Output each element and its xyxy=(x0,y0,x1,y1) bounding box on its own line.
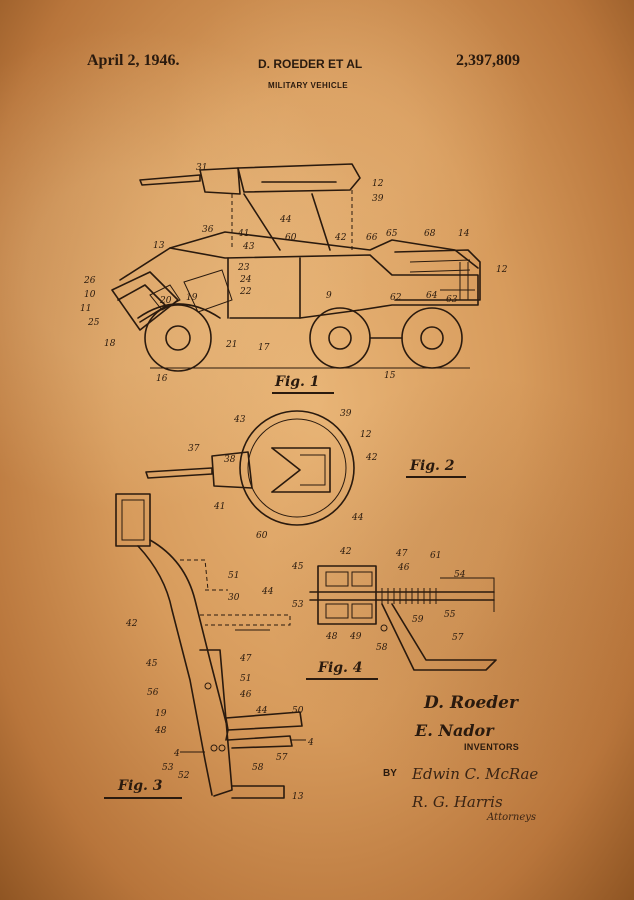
attorney-signature: Edwin C. McRae xyxy=(412,765,538,783)
figure-label: Fig. 2 xyxy=(410,458,455,474)
ref-number: 44 xyxy=(279,215,292,225)
ref-number: 13 xyxy=(153,241,165,251)
ref-number: 47 xyxy=(239,654,252,664)
ref-number: 65 xyxy=(386,229,398,239)
ref-number: 52 xyxy=(178,771,190,781)
ref-number: 39 xyxy=(340,409,352,419)
ref-number: 37 xyxy=(188,444,200,454)
ref-number: 22 xyxy=(239,287,252,297)
ref-number: 54 xyxy=(454,570,466,580)
fig2-turret-drawing xyxy=(146,411,354,525)
ref-number: 26 xyxy=(83,276,96,286)
ref-number: 43 xyxy=(242,242,255,252)
ref-number: 56 xyxy=(147,688,159,698)
ref-number: 43 xyxy=(233,415,246,425)
ref-number: 15 xyxy=(384,371,396,381)
ref-number: 49 xyxy=(349,632,362,642)
by-label: BY xyxy=(383,768,397,779)
ref-number: 45 xyxy=(145,659,158,669)
ref-number: 17 xyxy=(258,343,270,353)
figure-label: Fig. 3 xyxy=(118,778,163,794)
attorney-signature: R. G. Harris xyxy=(412,793,503,811)
ref-number: 51 xyxy=(228,571,239,581)
ref-number: 30 xyxy=(228,593,240,603)
ref-number: 59 xyxy=(412,615,424,625)
ref-number: 42 xyxy=(125,619,138,629)
ref-number: 66 xyxy=(366,233,378,243)
ref-number: 55 xyxy=(444,610,456,620)
ref-number: 62 xyxy=(390,293,402,303)
ref-number: 57 xyxy=(452,633,464,643)
ref-number: 47 xyxy=(395,549,408,559)
ref-number: 45 xyxy=(291,562,304,572)
ref-number: 46 xyxy=(239,690,252,700)
ref-number: 12 xyxy=(360,430,372,440)
ref-number: 42 xyxy=(339,547,352,557)
ref-number: 53 xyxy=(292,600,304,610)
ref-number: 63 xyxy=(446,295,458,305)
ref-number: 14 xyxy=(458,229,470,239)
fig1-reference-numbers: 31 12 39 36 44 41 60 42 43 13 66 65 68 1… xyxy=(80,163,508,384)
figure-label-underline xyxy=(406,476,466,478)
ref-number: 60 xyxy=(285,233,297,243)
ref-number: 57 xyxy=(276,753,288,763)
ref-number: 4 xyxy=(173,749,180,759)
ref-number: 21 xyxy=(225,340,237,350)
ref-number: 9 xyxy=(326,291,332,301)
ref-number: 50 xyxy=(292,706,304,716)
ref-number: 61 xyxy=(430,551,441,561)
ref-number: 41 xyxy=(213,502,225,512)
ref-number: 12 xyxy=(496,265,508,275)
fig3-reference-numbers: 51 30 44 42 47 45 51 56 46 19 48 44 50 4… xyxy=(125,571,314,802)
figure-label: Fig. 4 xyxy=(318,660,363,676)
ref-number: 58 xyxy=(376,643,388,653)
ref-number: 48 xyxy=(154,726,167,736)
inventor-name: D. Roeder xyxy=(424,693,518,713)
ref-number: 23 xyxy=(237,263,250,273)
ref-number: 44 xyxy=(351,513,364,523)
ref-number: 18 xyxy=(104,339,116,349)
ref-number: 11 xyxy=(80,304,91,314)
ref-number: 12 xyxy=(372,179,384,189)
ref-number: 36 xyxy=(202,225,214,235)
ref-number: 68 xyxy=(424,229,436,239)
figure-label-underline xyxy=(272,392,334,394)
ref-number: 24 xyxy=(239,275,252,285)
inventors-caption: INVENTORS xyxy=(464,742,519,752)
ref-number: 19 xyxy=(186,293,198,303)
fig4-detail-drawing xyxy=(310,566,496,670)
ref-number: 13 xyxy=(292,792,304,802)
ref-number: 16 xyxy=(156,374,168,384)
ref-number: 31 xyxy=(196,163,207,173)
ref-number: 58 xyxy=(252,763,264,773)
ref-number: 25 xyxy=(87,318,100,328)
ref-number: 64 xyxy=(426,291,438,301)
fig2-reference-numbers: 43 39 12 37 38 42 41 44 60 xyxy=(188,409,378,541)
ref-number: 19 xyxy=(155,709,167,719)
ref-number: 44 xyxy=(261,587,274,597)
ref-number: 46 xyxy=(397,563,410,573)
ref-number: 38 xyxy=(224,455,236,465)
inventor-name: E. Nador xyxy=(415,721,494,740)
ref-number: 39 xyxy=(372,194,384,204)
fig1-vehicle-drawing xyxy=(112,164,480,371)
ref-number: 10 xyxy=(84,290,96,300)
figure-label-underline xyxy=(104,797,182,799)
ref-number: 48 xyxy=(325,632,338,642)
attorneys-caption: Attorneys xyxy=(487,812,536,823)
ref-number: 51 xyxy=(240,674,251,684)
ref-number: 53 xyxy=(162,763,174,773)
ref-number: 60 xyxy=(256,531,268,541)
figure-label-underline xyxy=(306,678,378,680)
figure-label: Fig. 1 xyxy=(275,374,320,390)
ref-number: 42 xyxy=(365,453,378,463)
ref-number: 42 xyxy=(334,233,347,243)
ref-number: 41 xyxy=(237,229,249,239)
ref-number: 4 xyxy=(307,738,314,748)
ref-number: 44 xyxy=(255,706,268,716)
ref-number: 20 xyxy=(159,296,172,306)
